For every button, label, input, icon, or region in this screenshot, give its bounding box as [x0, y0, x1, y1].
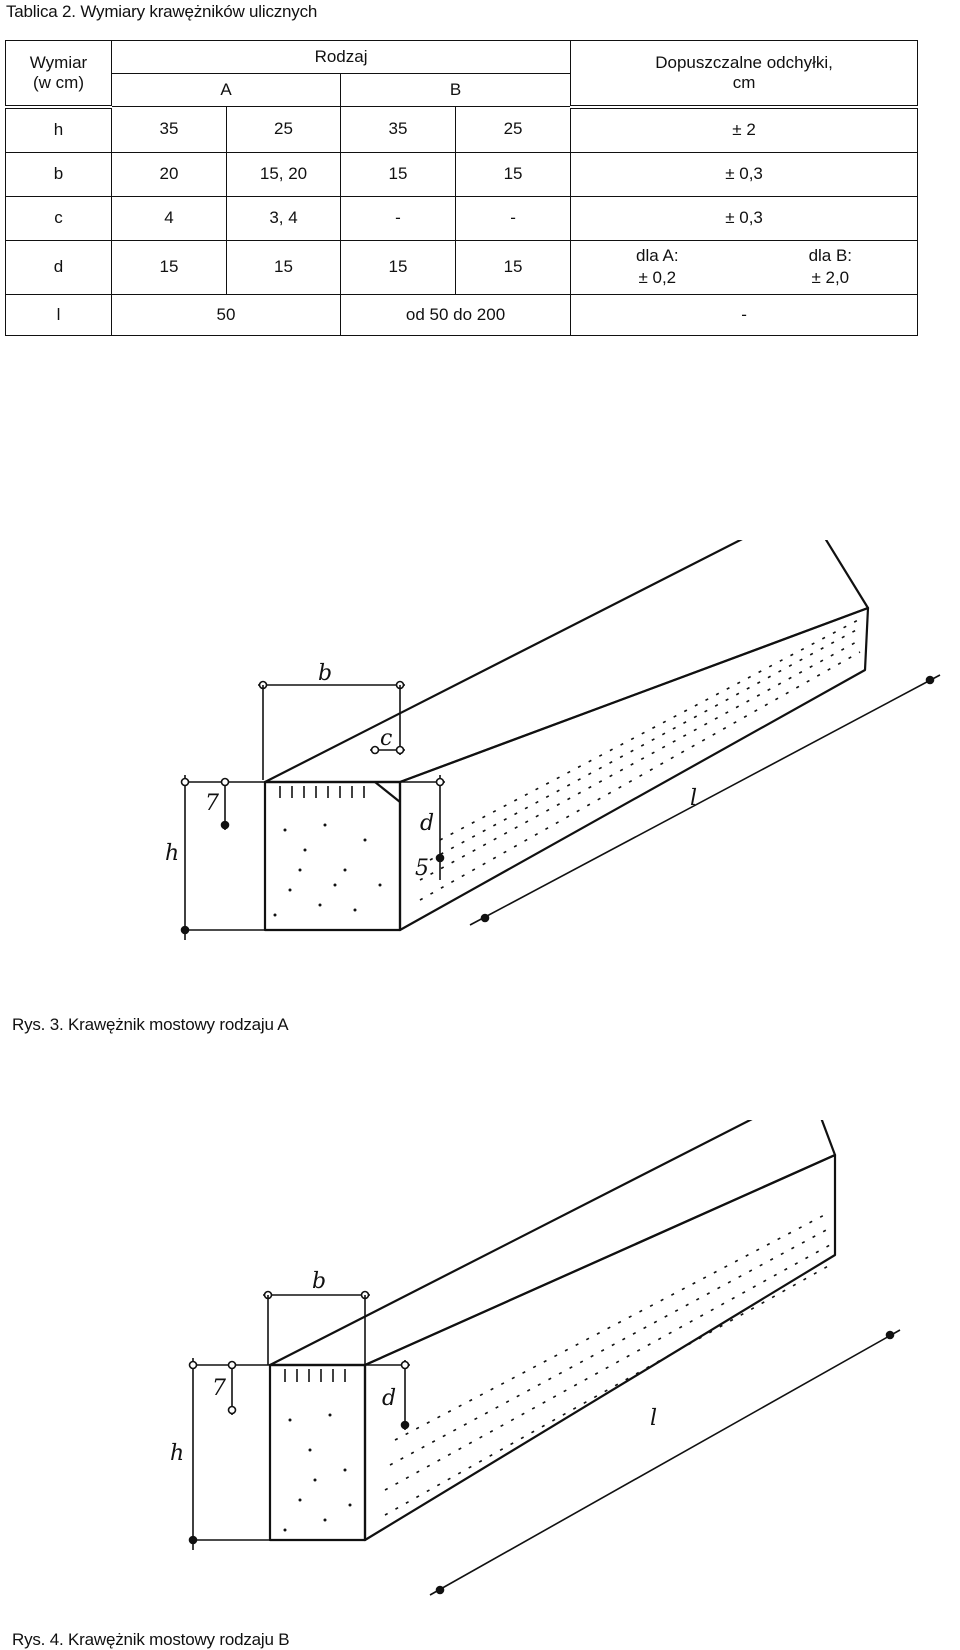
header-subrow: A B: [6, 73, 918, 107]
row-label: b: [5, 151, 112, 197]
header-row: Wymiar (w cm) Rodzaj Dopuszczalne odchył…: [5, 40, 919, 109]
cell: -: [340, 195, 456, 241]
label-h: h: [165, 841, 179, 866]
row-label: d: [5, 239, 112, 295]
cell-tolerance: ± 0,3: [570, 195, 919, 241]
curb-a-top-face: [263, 540, 870, 784]
cell: 15: [454, 151, 572, 197]
cell: 15, 20: [226, 151, 341, 197]
table-title: Tablica 2. Wymiary krawężników ulicznych: [6, 2, 318, 21]
cell: od 50 do 200: [339, 293, 572, 336]
curb-b-front-face: [268, 1363, 367, 1542]
curb-b-top-face: [268, 1120, 837, 1367]
cell: 35: [111, 106, 227, 153]
label-5: 5: [415, 856, 429, 881]
label-l: l: [690, 786, 697, 811]
label-7: 7: [205, 791, 219, 816]
cell-tolerance: -: [570, 293, 919, 336]
curb-a-front-face: [263, 780, 402, 932]
cell: 15: [226, 239, 341, 295]
row-label: c: [5, 195, 112, 241]
cell: 15: [340, 239, 456, 295]
cell: 3, 4: [226, 195, 341, 241]
figure-a-caption: Rys. 3. Krawężnik mostowy rodzaju A: [12, 1015, 289, 1034]
row-label: l: [5, 293, 112, 336]
label-b: b: [312, 1269, 326, 1294]
table-row: l 50 od 50 do 200 -: [5, 293, 919, 336]
row-label: h: [5, 106, 112, 153]
label-c: c: [380, 726, 392, 751]
header-type-a: A: [111, 73, 341, 107]
cell: 15: [111, 239, 227, 295]
table-row: c 4 3, 4 - - ± 0,3: [5, 195, 919, 241]
cell: 15: [340, 151, 456, 197]
label-h: h: [170, 1441, 184, 1466]
cell: 20: [111, 151, 227, 197]
cell: 50: [111, 293, 341, 336]
label-d: d: [382, 1386, 396, 1411]
cell: -: [454, 195, 572, 241]
cell-tolerance: ± 0,3: [570, 151, 919, 197]
table-row: b 20 15, 20 15 15 ± 0,3: [5, 151, 919, 197]
cell: 25: [226, 106, 341, 153]
label-b: b: [318, 661, 332, 686]
curb-b-drawing: b h 7 d l: [170, 1120, 901, 1596]
table-row: d 15 15 15 15 dla A: ± 0,2 dla B: ± 2,0: [5, 239, 919, 295]
cell-tolerance: ± 2: [570, 106, 919, 153]
header-type-b: B: [339, 73, 572, 107]
header-dimension: Wymiar (w cm): [5, 40, 112, 109]
cell: 15: [454, 239, 572, 295]
cell: 4: [111, 195, 227, 241]
cell: 35: [340, 106, 456, 153]
label-l: l: [650, 1406, 657, 1431]
label-d: d: [420, 811, 434, 836]
figure-b-caption: Rys. 4. Krawężnik mostowy rodzaju B: [12, 1630, 290, 1649]
header-tolerance: Dopuszczalne odchyłki, cm: [570, 40, 919, 109]
curb-a-side-face: [398, 606, 870, 932]
cell-tolerance: dla A: ± 0,2 dla B: ± 2,0: [570, 239, 919, 295]
curb-b-side-face: [363, 1153, 837, 1542]
dimensions-table: Wymiar (w cm) Rodzaj Dopuszczalne odchył…: [5, 40, 919, 336]
label-7: 7: [212, 1376, 226, 1401]
cell: 25: [454, 106, 572, 153]
table-row: h 35 25 35 25 ± 2: [5, 106, 919, 153]
curb-a-drawing: b c h 7 d 5 l: [165, 540, 941, 940]
header-type: Rodzaj: [110, 40, 572, 74]
